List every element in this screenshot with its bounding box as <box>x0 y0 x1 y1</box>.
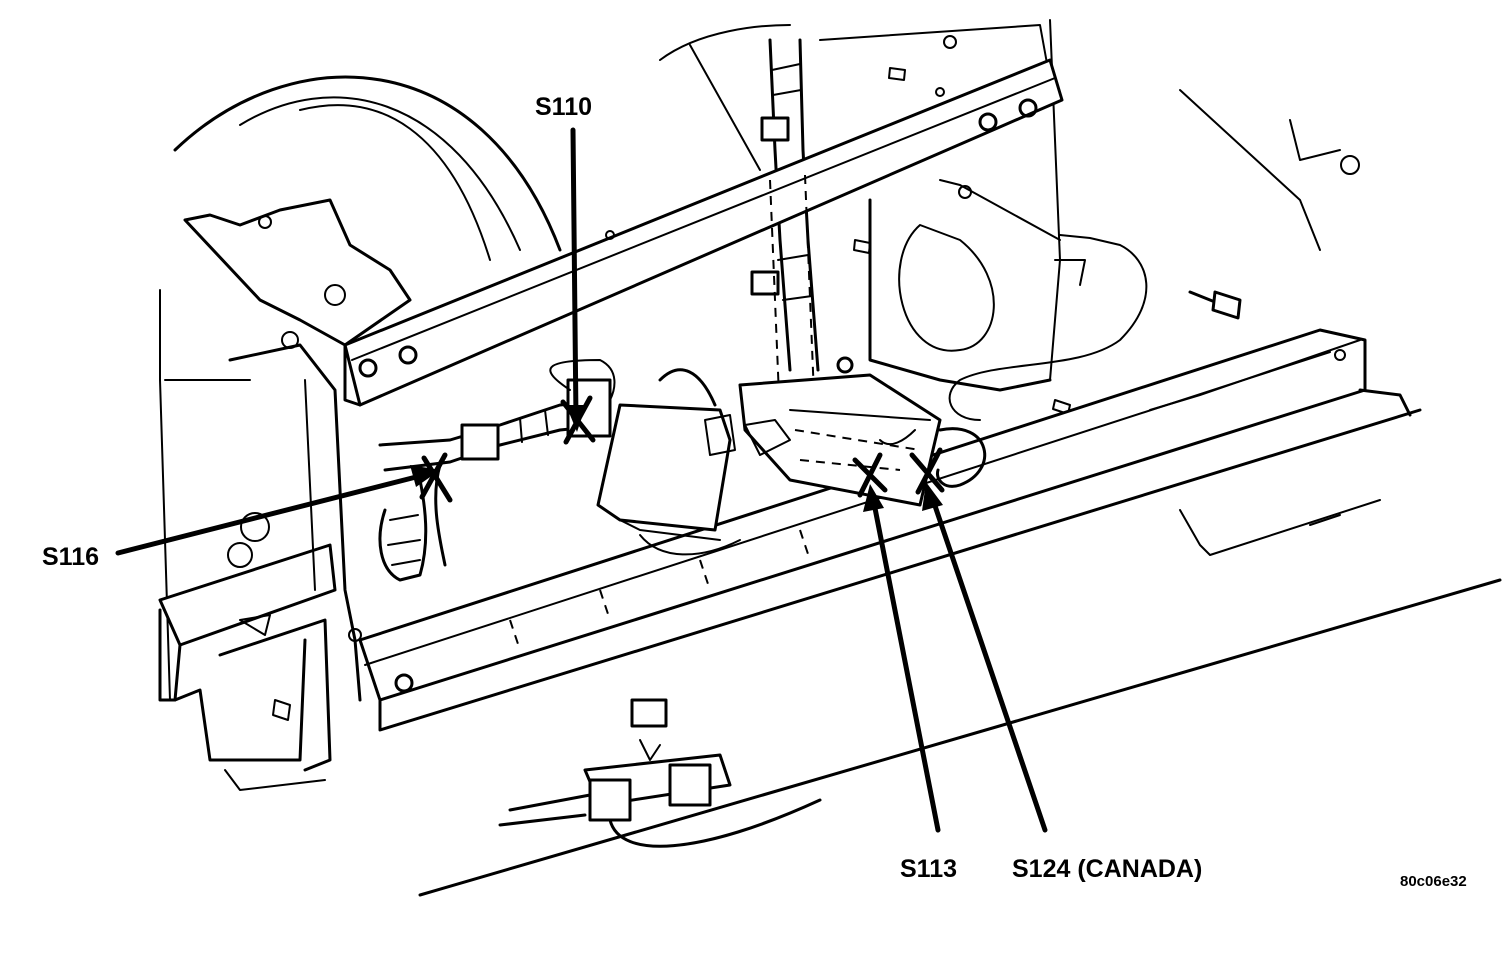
frame-rail-front-extension <box>418 499 1502 897</box>
vertical-wiring-conduit <box>750 38 820 372</box>
power-distribution-module <box>704 373 987 507</box>
relay-box <box>596 368 741 556</box>
brake-valve-assembly <box>498 698 822 848</box>
callout-leaders <box>115 127 1048 833</box>
inner-fender-panel <box>228 343 362 702</box>
upper-frame-rail <box>343 58 1064 421</box>
splice-s110-label: S110 <box>535 93 593 121</box>
splice-s124-canada-label: S124 (CANADA) <box>1012 855 1203 883</box>
fastener-bolts <box>836 67 1242 415</box>
fender-wheelhouse <box>159 75 562 701</box>
figure-code: 80c06e32 <box>1400 873 1467 890</box>
strut-tower <box>868 179 1148 421</box>
lower-frame-rail <box>358 328 1422 732</box>
splice-s113-label: S113 <box>900 855 958 883</box>
left-inner-bracket <box>183 198 412 349</box>
splice-s116-label: S116 <box>42 543 100 571</box>
front-crossmember <box>158 512 337 791</box>
